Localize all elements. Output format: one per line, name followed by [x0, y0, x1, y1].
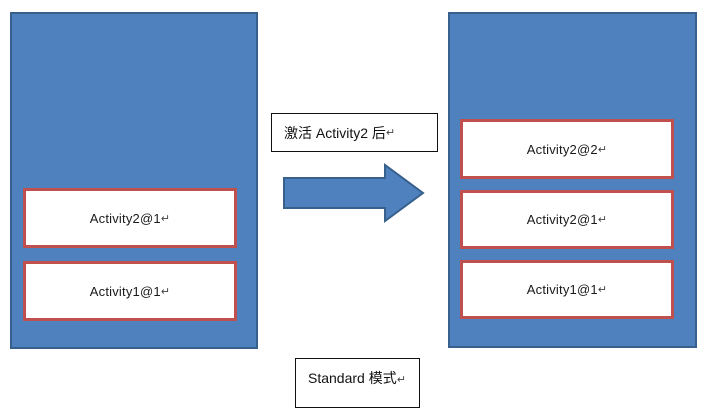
return-mark-icon: ↵ [597, 143, 608, 156]
return-mark-icon: ↵ [160, 212, 171, 225]
return-mark-icon: ↵ [597, 214, 608, 226]
return-mark-icon: ↵ [160, 285, 171, 298]
transition-arrow [283, 163, 425, 223]
transition-label-box: 激活 Activity2 后↵ [271, 113, 438, 152]
activity-box: Activity1@1↵ [460, 260, 674, 319]
activity-box: Activity2@1↵ [460, 190, 674, 249]
caption-label: Standard 模式 [308, 370, 397, 386]
transition-label: 激活 Activity2 后 [284, 124, 386, 141]
activity-label: Activity1@1 [526, 282, 598, 297]
activity-label: Activity2@1 [89, 210, 161, 226]
activity-box: Activity2@1↵ [23, 188, 237, 248]
activity-label: Activity1@1 [89, 283, 161, 299]
activity-label: Activity2@1 [526, 212, 598, 227]
return-mark-icon: ↵ [385, 127, 396, 139]
right-block-arrow-icon [283, 163, 425, 223]
activity-label: Activity2@2 [526, 141, 598, 157]
caption-box: Standard 模式↵ [295, 358, 420, 408]
return-mark-icon: ↵ [396, 374, 406, 386]
activity-box: Activity2@2↵ [460, 119, 674, 179]
return-mark-icon: ↵ [597, 284, 608, 296]
activity-box: Activity1@1↵ [23, 261, 237, 321]
